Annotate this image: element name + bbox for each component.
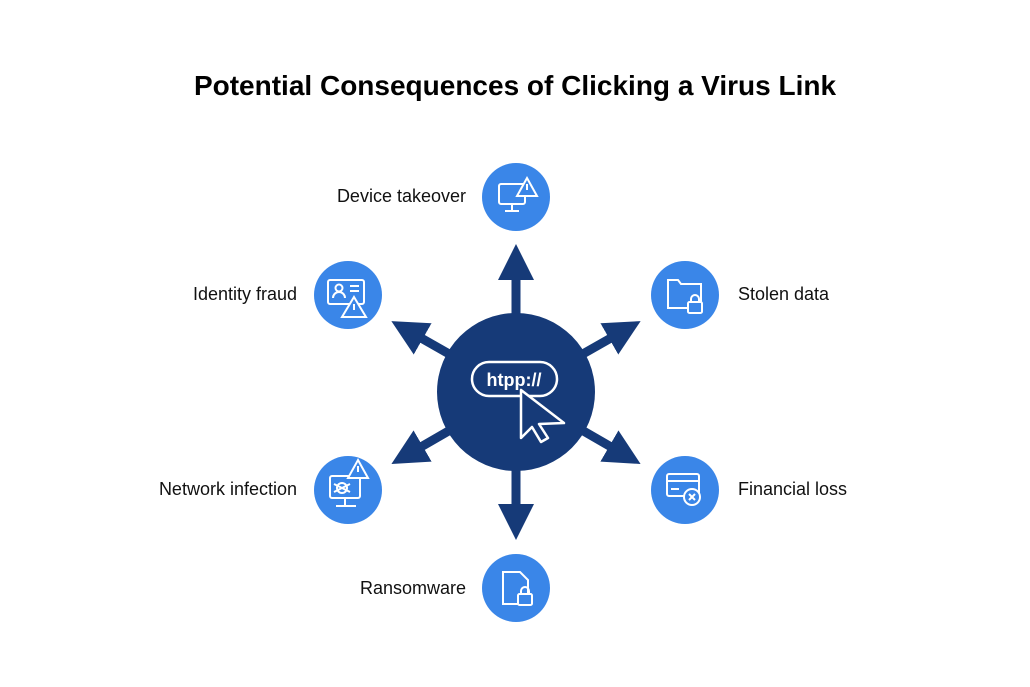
node-identity-fraud	[314, 261, 382, 329]
monitor-warning-icon	[498, 175, 539, 212]
node-network-infection	[314, 456, 382, 524]
diagram-title: Potential Consequences of Clicking a Vir…	[193, 70, 837, 101]
center-hub: htpp://	[437, 313, 595, 471]
node-financial-loss	[651, 456, 719, 524]
folder-lock-icon	[667, 279, 703, 314]
id-card-warning-icon	[327, 279, 368, 318]
node-ransomware	[482, 554, 550, 622]
url-text: htpp://	[487, 370, 542, 390]
url-bar	[470, 360, 559, 398]
label-ransomware: Ransomware	[359, 578, 466, 598]
label-financial-loss: Financial loss	[738, 479, 848, 499]
label-identity-fraud: Identity fraud	[192, 284, 297, 304]
card-x-icon	[666, 473, 701, 506]
label-network-infection: Network infection	[158, 479, 297, 499]
label-stolen-data: Stolen data	[738, 284, 830, 304]
node-stolen-data	[651, 261, 719, 329]
file-lock-icon	[502, 571, 533, 606]
cursor-icon	[519, 388, 566, 444]
node-device-takeover	[482, 163, 550, 231]
monitor-bug-warning-icon	[329, 457, 370, 507]
label-device-takeover: Device takeover	[336, 186, 466, 206]
